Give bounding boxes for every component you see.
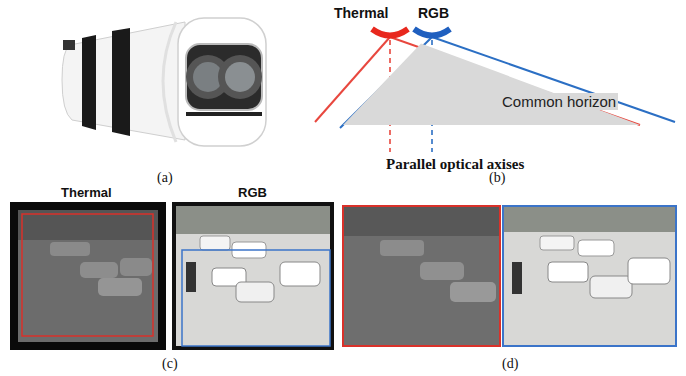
triangle-shape [343, 43, 641, 126]
thermal-image [10, 202, 166, 350]
aligned-thermal-image [343, 206, 500, 346]
sensor-name: RGB [418, 6, 449, 21]
image-title: RGB [238, 186, 267, 200]
panel-tag: (c) [162, 356, 178, 371]
aligned-rgb-image [503, 206, 676, 346]
image-title: Thermal [61, 186, 112, 200]
region-label: Common horizon [500, 93, 618, 110]
rgb-image [172, 202, 334, 350]
optics-illustration [315, 29, 675, 128]
common-region: Common horizon [343, 43, 641, 126]
sensor-name: Thermal [334, 6, 388, 21]
camera-illustration [62, 18, 266, 146]
panel-tag: (a) [157, 170, 173, 185]
panel-tag: (b) [489, 170, 505, 185]
panel-tag: (d) [502, 356, 518, 371]
